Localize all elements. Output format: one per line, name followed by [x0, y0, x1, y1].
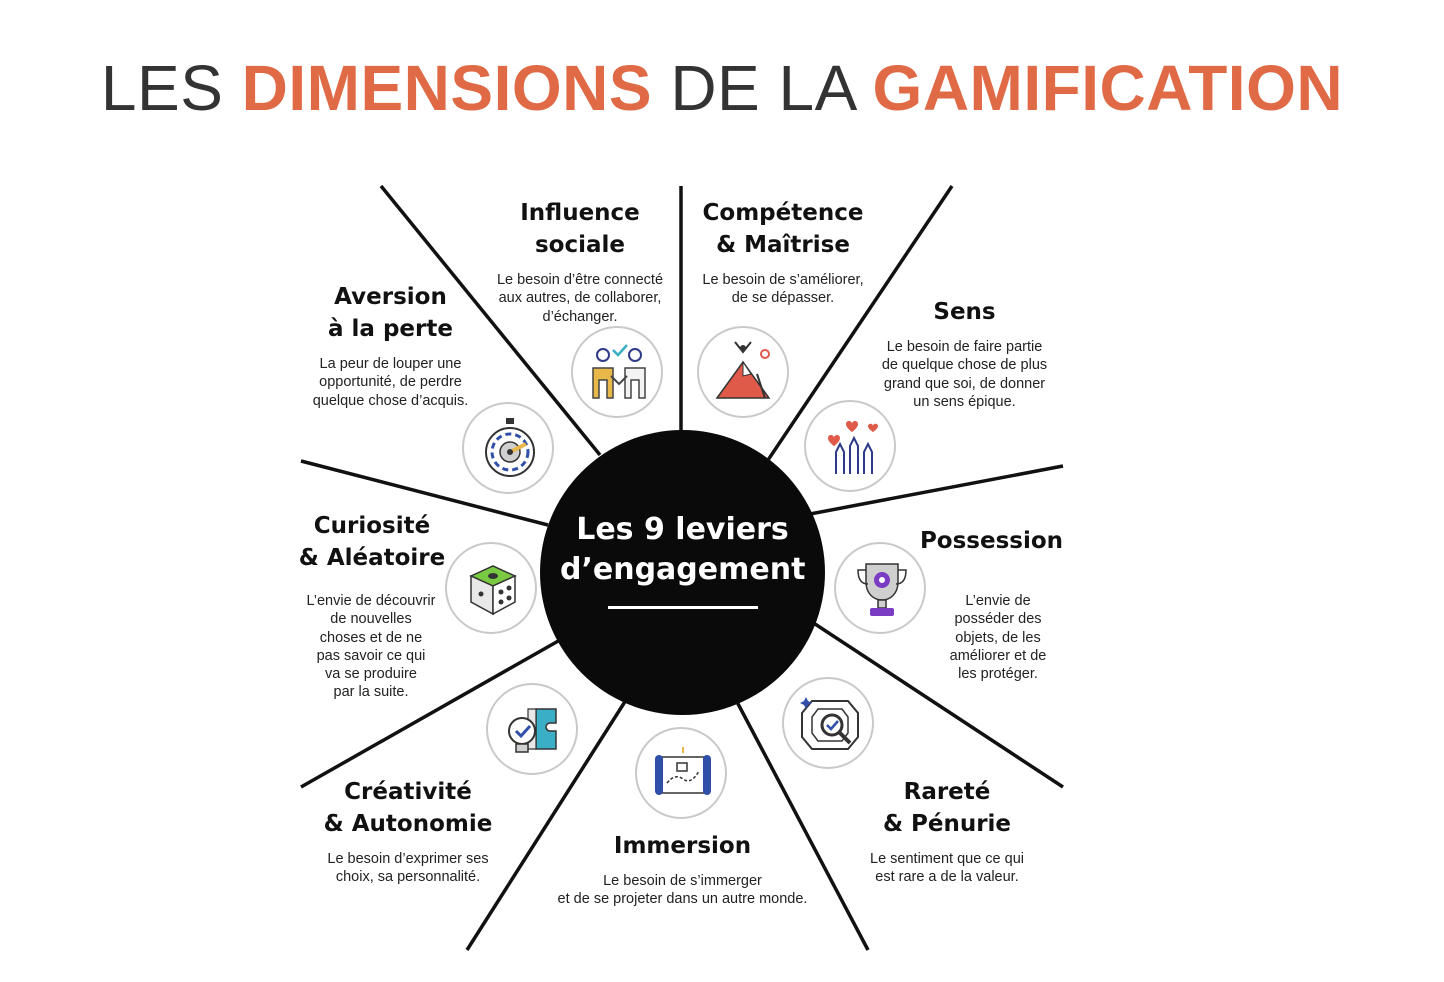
lever-curiosite-description: L’envie de découvrir de nouvelles choses… — [296, 582, 446, 702]
title-accent-gamification: GAMIFICATION — [872, 52, 1344, 124]
lever-rarete-penurie: Rareté & Pénurie Le sentiment que ce qui… — [852, 776, 1042, 887]
lever-description: Le besoin d’être connecté aux autres, de… — [496, 272, 664, 325]
raised-hands-hearts-icon — [804, 400, 896, 492]
treasure-map-icon — [635, 727, 727, 819]
lever-description: Le besoin d’exprimer ses choix, sa perso… — [327, 851, 489, 886]
lever-description: Le sentiment que ce qui est rare a de la… — [870, 851, 1024, 886]
lever-description: L’envie de découvrir de nouvelles choses… — [306, 593, 436, 701]
title-part-2: DE LA — [652, 52, 873, 124]
hub-title: Les 9 leviers d’engagement — [560, 510, 805, 590]
lever-description: Le besoin de faire partie de quelque cho… — [881, 339, 1048, 410]
divider-line — [379, 184, 602, 457]
lever-immersion: Immersion Le besoin de s’immerger et de … — [535, 830, 830, 909]
collaboration-icon — [571, 326, 663, 418]
page-title: LES DIMENSIONS DE LA GAMIFICATION — [0, 50, 1444, 126]
lever-title: Curiosité & Aléatoire — [298, 513, 446, 571]
lever-title: Créativité & Autonomie — [323, 779, 493, 837]
lever-title: Possession — [919, 528, 1064, 554]
lever-aversion-perte: Aversion à la perte La peur de louper un… — [303, 281, 478, 410]
lever-description: La peur de louper une opportunité, de pe… — [312, 356, 469, 409]
trophy-icon — [834, 542, 926, 634]
stopwatch-icon — [462, 402, 554, 494]
divider-line — [811, 620, 1064, 789]
lever-title: Aversion à la perte — [328, 284, 453, 342]
divider-line — [758, 185, 954, 473]
mountain-summit-icon — [697, 326, 789, 418]
lever-title: Sens — [933, 299, 996, 325]
center-hub: Les 9 leviers d’engagement — [540, 430, 825, 715]
hub-underline — [608, 606, 758, 609]
lever-description: Le besoin de s’améliorer, de se dépasser… — [702, 272, 864, 307]
lever-possession: Possession — [915, 525, 1068, 557]
lever-creativite-autonomie: Créativité & Autonomie Le besoin d’expri… — [303, 776, 513, 887]
lever-title: Rareté & Pénurie — [882, 779, 1012, 837]
divider-line — [465, 699, 628, 951]
lever-influence-sociale: Influence sociale Le besoin d’être conne… — [470, 197, 690, 326]
lever-possession-description: L’envie de posséder des objets, de les a… — [933, 582, 1063, 683]
divider-line — [734, 699, 870, 951]
title-accent-dimensions: DIMENSIONS — [241, 52, 653, 124]
gem-magnifier-icon — [782, 677, 874, 769]
lever-title: Compétence & Maîtrise — [702, 200, 864, 258]
divider-line — [809, 464, 1064, 516]
lever-title: Influence sociale — [520, 200, 640, 258]
divider-line — [300, 459, 549, 527]
hub-title-line-2: d’engagement — [560, 552, 806, 587]
hub-title-line-1: Les 9 leviers — [576, 512, 789, 547]
dice-icon — [445, 542, 537, 634]
lever-description: Le besoin de s’immerger et de se projete… — [557, 873, 808, 908]
lever-competence-maitrise: Compétence & Maîtrise Le besoin de s’amé… — [683, 197, 883, 308]
lever-sens: Sens Le besoin de faire partie de quelqu… — [862, 296, 1067, 411]
title-part-1: LES — [100, 52, 242, 124]
lever-title: Immersion — [613, 833, 752, 859]
lightbulb-puzzle-icon — [486, 683, 578, 775]
lever-description: L’envie de posséder des objets, de les a… — [949, 593, 1047, 683]
lever-curiosite-aleatoire: Curiosité & Aléatoire — [296, 510, 448, 574]
divider-line — [300, 638, 561, 789]
